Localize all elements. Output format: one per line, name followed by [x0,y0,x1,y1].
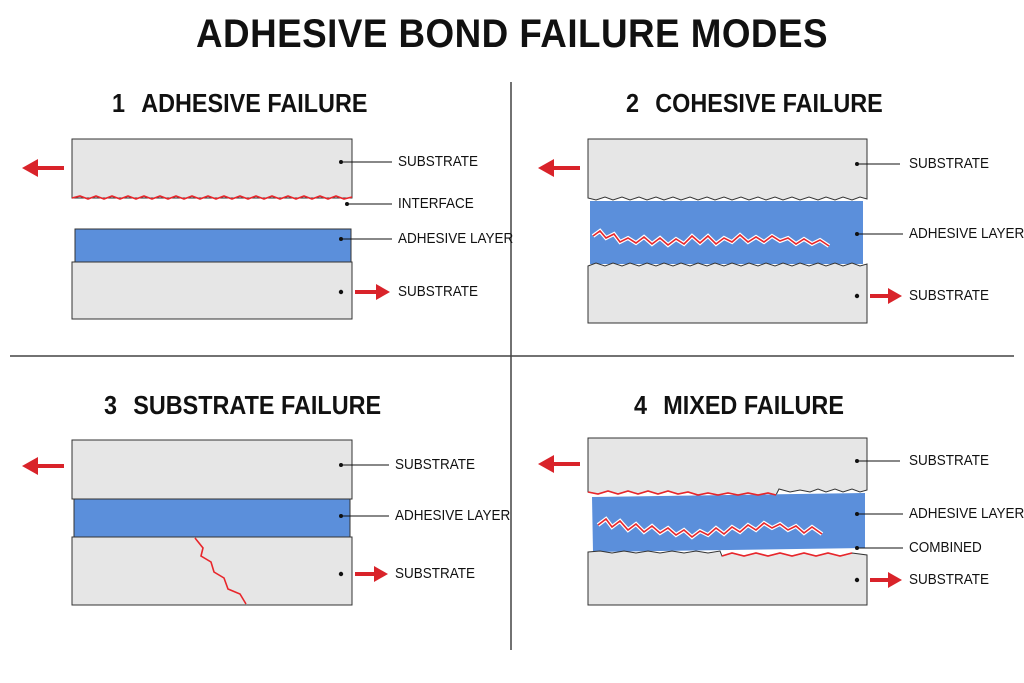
q4-cohesive-crack [597,517,823,539]
q3-substrate-crack [194,537,247,605]
q4-bottom-substrate [587,550,868,606]
quadrant-4-title: 4 MIXED FAILURE [634,390,844,421]
quadrant-3-title: 3 SUBSTRATE FAILURE [104,390,381,421]
q2-top-substrate [587,138,868,201]
q3-label-adhesive: ADHESIVE LAYER [395,507,511,524]
q1-label-top-substrate: SUBSTRATE [398,153,479,170]
q2-label-bottom-substrate: SUBSTRATE [909,287,990,304]
q3-bottom-substrate [71,536,353,606]
quadrant-2-title: 2 COHESIVE FAILURE [626,88,883,119]
q1-left-arrow-head [22,159,38,177]
quadrant-2-drawing [538,138,903,324]
q1-dot-bottom-substrate [338,289,344,295]
q3-label-bottom-substrate: SUBSTRATE [395,565,476,582]
q4-interface-crack-top [587,490,777,496]
quadrant-4-title-text: MIXED FAILURE [663,390,844,420]
quadrant-4-number: 4 [634,390,648,420]
quadrant-1-drawing [22,138,392,320]
q4-left-arrow-head [538,455,554,473]
quadrant-1-title: 1 ADHESIVE FAILURE [112,88,367,119]
q4-label-combined: COMBINED [909,539,982,556]
q3-label-top-substrate: SUBSTRATE [395,456,476,473]
q3-right-arrow-head [374,566,388,582]
q4-adhesive-layer [592,493,865,552]
q4-dot-bottom-substrate [854,577,860,583]
q4-label-bottom-substrate: SUBSTRATE [909,571,990,588]
q3-adhesive-layer [73,498,351,538]
quadrant-2-number: 2 [626,88,640,118]
q2-bottom-substrate [587,262,868,324]
q2-label-top-substrate: SUBSTRATE [909,155,990,172]
quadrant-3-title-text: SUBSTRATE FAILURE [133,390,382,420]
q1-top-substrate [71,138,353,199]
q4-label-top-substrate: SUBSTRATE [909,452,990,469]
q4-label-adhesive: ADHESIVE LAYER [909,505,1024,522]
q2-adhesive-layer [590,201,863,264]
q3-left-arrow-head [22,457,38,475]
quadrant-4-drawing [538,437,903,606]
quadrant-1-title-text: ADHESIVE FAILURE [141,88,368,118]
q4-top-substrate [587,437,868,496]
q1-right-arrow-head [376,284,390,300]
q2-cohesive-crack [592,229,830,247]
q2-right-arrow-head [888,288,902,304]
q1-label-bottom-substrate: SUBSTRATE [398,283,479,300]
q2-label-adhesive: ADHESIVE LAYER [909,225,1024,242]
quadrant-3-drawing [22,439,389,606]
q1-adhesive-layer [74,228,352,263]
quadrant-2-title-text: COHESIVE FAILURE [655,88,883,118]
q2-left-arrow-head [538,159,554,177]
q2-dot-bottom-substrate [854,293,860,299]
q3-top-substrate [71,439,353,500]
q1-bottom-substrate [71,261,353,320]
q1-label-adhesive: ADHESIVE LAYER [398,230,514,247]
page-title: ADHESIVE BOND FAILURE MODES [196,12,828,56]
quadrant-1-number: 1 [112,88,126,118]
q1-interface-crack [71,195,353,200]
q3-dot-bottom-substrate [338,571,344,577]
q4-right-arrow-head [888,572,902,588]
quadrant-3-number: 3 [104,390,118,420]
q1-label-interface: INTERFACE [398,195,474,212]
q4-interface-crack-bottom [721,552,853,557]
